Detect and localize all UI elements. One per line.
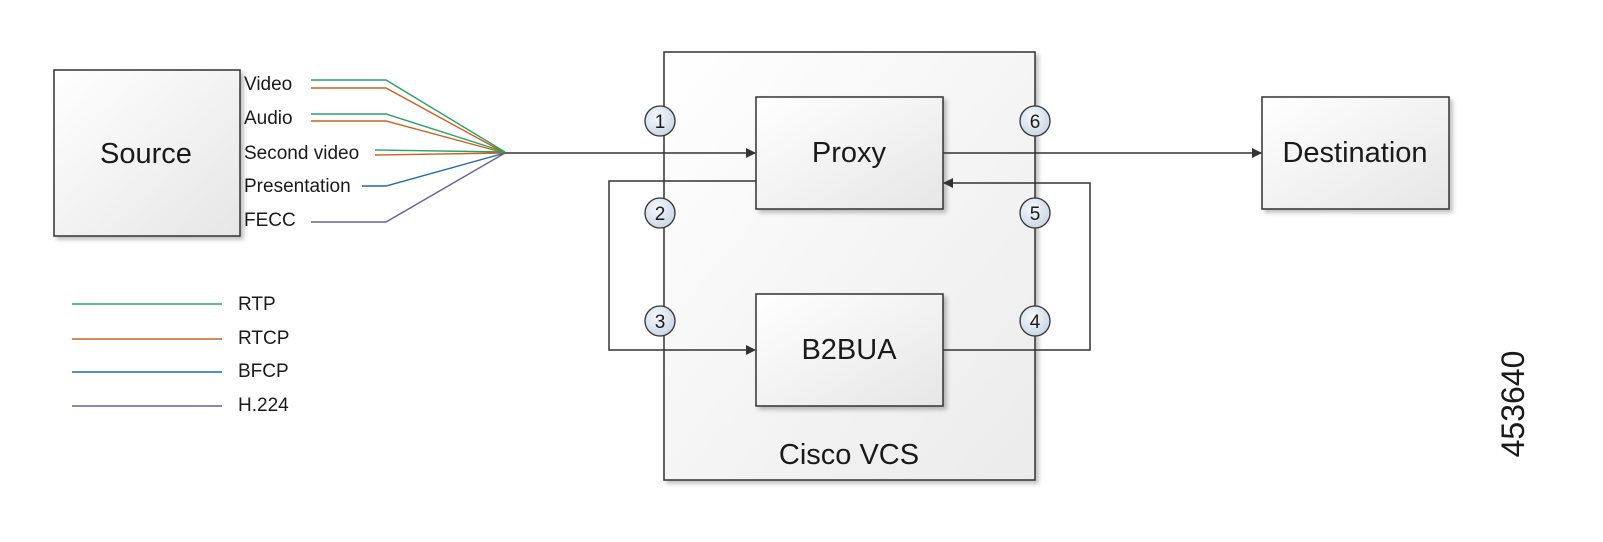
step-badges: 1 2 3 4 5 6 bbox=[644, 105, 1051, 337]
legend-label-rtcp: RTCP bbox=[238, 328, 289, 349]
stream-line-second-video-rtcp bbox=[374, 152, 506, 156]
arrow-b2bua-to-proxy bbox=[943, 178, 1091, 351]
stream-labels: Video Audio Second video Presentation FE… bbox=[244, 74, 359, 231]
source-box bbox=[53, 69, 241, 237]
stream-line-fecc-h224 bbox=[311, 152, 506, 223]
destination-box bbox=[1261, 96, 1450, 210]
stream-line-second-video-rtp bbox=[374, 149, 506, 153]
stream-label-presentation: Presentation bbox=[244, 176, 351, 197]
stream-line-video-rtp bbox=[311, 79, 506, 153]
cisco-vcs-label: Cisco VCS bbox=[779, 439, 919, 471]
step-badge-1-label: 1 bbox=[655, 112, 666, 133]
stream-line-audio-rtcp bbox=[311, 120, 506, 154]
step-badge-2-label: 2 bbox=[655, 204, 666, 225]
stream-line-video-rtcp bbox=[311, 87, 506, 154]
figure-id: 453640 bbox=[1495, 351, 1531, 458]
stream-label-fecc: FECC bbox=[244, 210, 296, 231]
step-badge-6-label: 6 bbox=[1030, 112, 1041, 133]
stream-line-audio-rtp bbox=[311, 113, 506, 153]
stream-line-presentation-bfcp bbox=[362, 152, 506, 187]
stream-lines bbox=[311, 79, 506, 223]
proxy-label: Proxy bbox=[812, 137, 887, 169]
b2bua-box bbox=[755, 293, 944, 407]
step-badge-3-label: 3 bbox=[655, 312, 666, 333]
stream-label-audio: Audio bbox=[244, 108, 293, 129]
legend-label-rtp: RTP bbox=[238, 294, 276, 315]
legend-label-h224: H.224 bbox=[238, 395, 289, 416]
step-badge-2: 2 bbox=[644, 197, 676, 229]
step-badge-5-label: 5 bbox=[1030, 204, 1041, 225]
stream-label-second-video: Second video bbox=[244, 143, 359, 164]
legend-label-bfcp: BFCP bbox=[238, 361, 289, 382]
step-badge-4: 4 bbox=[1019, 305, 1051, 337]
step-badge-1: 1 bbox=[644, 105, 676, 137]
b2bua-label: B2BUA bbox=[801, 334, 897, 366]
proxy-box bbox=[755, 96, 944, 210]
arrow-proxy-to-b2bua bbox=[608, 180, 756, 355]
source-label: Source bbox=[100, 138, 192, 170]
destination-label: Destination bbox=[1282, 137, 1427, 169]
stream-label-video: Video bbox=[244, 74, 292, 95]
legend: RTP RTCP BFCP H.224 bbox=[72, 294, 289, 416]
step-badge-6: 6 bbox=[1019, 105, 1051, 137]
step-badge-3: 3 bbox=[644, 305, 676, 337]
step-badge-4-label: 4 bbox=[1030, 312, 1041, 333]
step-badge-5: 5 bbox=[1019, 197, 1051, 229]
